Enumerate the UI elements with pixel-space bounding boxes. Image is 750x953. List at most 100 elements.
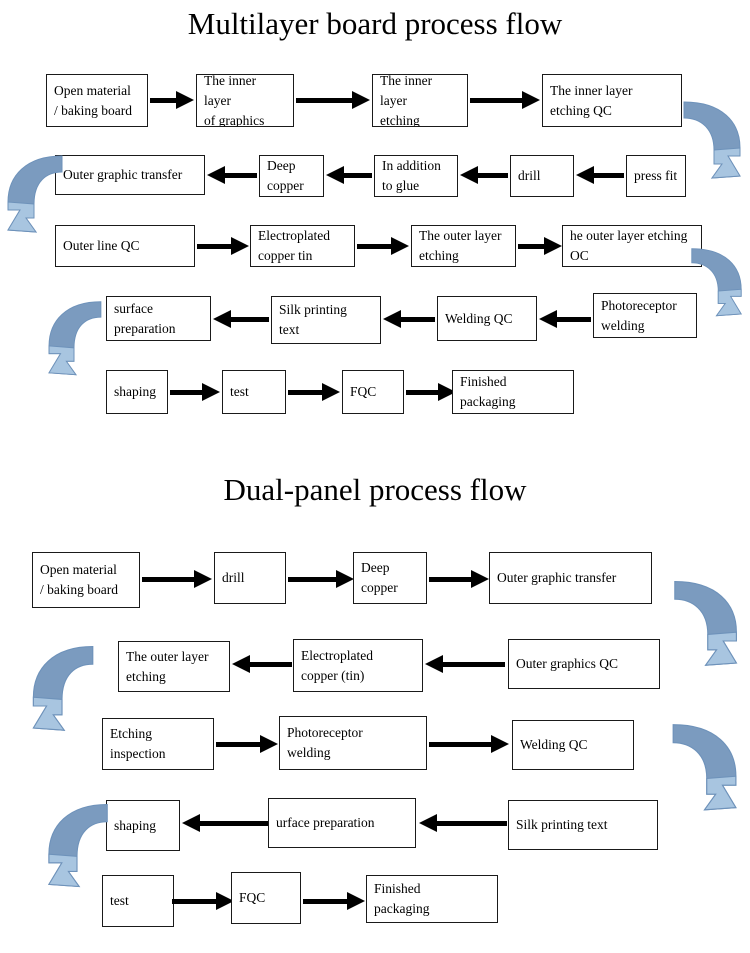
node-label: Open material / baking board bbox=[54, 82, 132, 118]
node-inner-layer-etching[interactable]: The inner layer etching bbox=[372, 74, 468, 127]
node-outer-layer-etching[interactable]: The outer layer etching bbox=[411, 225, 516, 267]
node-dp-finished-packaging[interactable]: Finished packaging bbox=[366, 875, 498, 923]
arrow-head bbox=[352, 91, 370, 109]
flow-curve-right-icon bbox=[668, 718, 750, 830]
flow-curve-right-icon bbox=[682, 96, 750, 196]
node-label: Silk printing text bbox=[279, 302, 347, 337]
arrow-head bbox=[182, 814, 200, 832]
arrow-shaft bbox=[340, 172, 372, 178]
node-label: drill bbox=[222, 570, 245, 585]
node-dp-outer-graphics-qc[interactable]: Outer graphics QC bbox=[508, 639, 660, 689]
node-label: Electroplated copper (tin) bbox=[301, 647, 373, 683]
arrow-shaft bbox=[357, 243, 395, 249]
arrow-head bbox=[347, 892, 365, 910]
node-photoreceptor-welding[interactable]: Photoreceptor welding bbox=[593, 293, 697, 338]
node-open-material-baking-board[interactable]: Open material / baking board bbox=[46, 74, 148, 127]
node-dp-outer-graphic-transfer[interactable]: Outer graphic transfer bbox=[489, 552, 652, 604]
node-surface-preparation[interactable]: surface preparation bbox=[106, 296, 211, 341]
node-deep-copper[interactable]: Deep copper bbox=[259, 155, 324, 197]
arrow-shaft bbox=[553, 316, 591, 322]
node-silk-printing-text[interactable]: Silk printing text bbox=[271, 296, 381, 344]
node-dp-deep-copper[interactable]: Deep copper bbox=[353, 552, 427, 604]
node-dp-drill[interactable]: drill bbox=[214, 552, 286, 604]
arrow-head bbox=[391, 237, 409, 255]
node-label: The inner layer etching bbox=[380, 74, 433, 127]
node-dp-test[interactable]: test bbox=[102, 875, 174, 927]
node-label: surface preparation bbox=[114, 300, 176, 336]
node-outer-layer-etching-oc[interactable]: he outer layer etching OC bbox=[562, 225, 702, 267]
arrow-head bbox=[539, 310, 557, 328]
node-finished-packaging[interactable]: Finished packaging bbox=[452, 370, 574, 414]
arrow-shaft bbox=[288, 576, 340, 582]
arrow-head bbox=[471, 570, 489, 588]
node-dp-outer-layer-etching[interactable]: The outer layer etching bbox=[118, 641, 230, 692]
node-fqc[interactable]: FQC bbox=[342, 370, 404, 414]
arrow-shaft bbox=[439, 661, 505, 667]
node-dp-etching-inspection[interactable]: Etching inspection bbox=[102, 718, 214, 770]
arrow-head bbox=[326, 166, 344, 184]
node-welding-qc[interactable]: Welding QC bbox=[437, 296, 537, 341]
arrow-head bbox=[216, 892, 234, 910]
arrow-shaft bbox=[172, 898, 220, 904]
arrow-head bbox=[576, 166, 594, 184]
arrow-head bbox=[522, 91, 540, 109]
node-label: Outer graphic transfer bbox=[63, 167, 183, 182]
node-label: test bbox=[110, 893, 129, 908]
node-dp-photoreceptor-welding[interactable]: Photoreceptor welding bbox=[279, 716, 427, 770]
node-label: Welding QC bbox=[445, 310, 513, 326]
arrow-shaft bbox=[142, 576, 198, 582]
node-label: Photoreceptor welding bbox=[601, 297, 677, 333]
node-test[interactable]: test bbox=[222, 370, 286, 414]
arrow-head bbox=[425, 655, 443, 673]
node-shaping[interactable]: shaping bbox=[106, 370, 168, 414]
node-label: FQC bbox=[350, 384, 377, 399]
node-label: drill bbox=[518, 168, 541, 183]
node-outer-graphic-transfer[interactable]: Outer graphic transfer bbox=[55, 155, 205, 195]
node-label: FQC bbox=[239, 890, 266, 905]
node-label: Silk printing text bbox=[516, 817, 608, 832]
node-label: Outer line QC bbox=[63, 238, 140, 253]
node-label: Outer graphics QC bbox=[516, 656, 618, 671]
node-drill[interactable]: drill bbox=[510, 155, 574, 197]
node-label: shaping bbox=[114, 384, 156, 399]
chart-title-multilayer: Multilayer board process flow bbox=[187, 6, 563, 41]
node-press-fit[interactable]: press fit bbox=[626, 155, 686, 197]
arrow-head bbox=[260, 735, 278, 753]
node-dp-surface-preparation[interactable]: urface preparation bbox=[268, 798, 416, 848]
arrow-shaft bbox=[216, 741, 264, 747]
node-label: shaping bbox=[114, 817, 156, 833]
arrow-head bbox=[194, 570, 212, 588]
node-label: Deep copper bbox=[267, 158, 304, 193]
node-inner-layer-of-graphics[interactable]: The inner layer of graphics bbox=[196, 74, 294, 127]
arrow-head bbox=[231, 237, 249, 255]
node-dp-silk-printing-text[interactable]: Silk printing text bbox=[508, 800, 658, 850]
node-dp-fqc[interactable]: FQC bbox=[231, 872, 301, 924]
chart-title-dual-panel: Dual-panel process flow bbox=[223, 472, 527, 507]
node-label: urface preparation bbox=[276, 815, 375, 830]
node-dp-welding-qc[interactable]: Welding QC bbox=[512, 720, 634, 770]
arrow-head bbox=[207, 166, 225, 184]
node-outer-line-qc[interactable]: Outer line QC bbox=[55, 225, 195, 267]
node-label: Electroplated copper tin bbox=[258, 228, 330, 263]
arrow-shaft bbox=[429, 741, 495, 747]
node-label: Etching inspection bbox=[110, 726, 166, 761]
arrow-shaft bbox=[246, 661, 292, 667]
node-in-addition-to-glue[interactable]: In addition to glue bbox=[374, 155, 458, 197]
node-dp-shaping[interactable]: shaping bbox=[106, 800, 180, 851]
arrow-shaft bbox=[518, 243, 548, 249]
node-label: press fit bbox=[634, 168, 678, 183]
node-label: he outer layer etching OC bbox=[570, 228, 688, 263]
node-dp-open-material-baking-board[interactable]: Open material / baking board bbox=[32, 552, 140, 608]
arrow-head bbox=[322, 383, 340, 401]
node-inner-layer-etching-qc[interactable]: The inner layer etching QC bbox=[542, 74, 682, 127]
node-dp-electroplated-copper-tin[interactable]: Electroplated copper (tin) bbox=[293, 639, 423, 692]
arrow-head bbox=[202, 383, 220, 401]
arrow-shaft bbox=[474, 172, 508, 178]
node-label: Finished packaging bbox=[460, 374, 516, 409]
node-label: Photoreceptor welding bbox=[287, 725, 363, 760]
flow-curve-left-icon bbox=[22, 640, 102, 750]
node-label: The inner layer of graphics bbox=[204, 74, 265, 127]
node-electroplated-copper-tin[interactable]: Electroplated copper tin bbox=[250, 225, 355, 267]
arrow-shaft bbox=[227, 316, 269, 322]
